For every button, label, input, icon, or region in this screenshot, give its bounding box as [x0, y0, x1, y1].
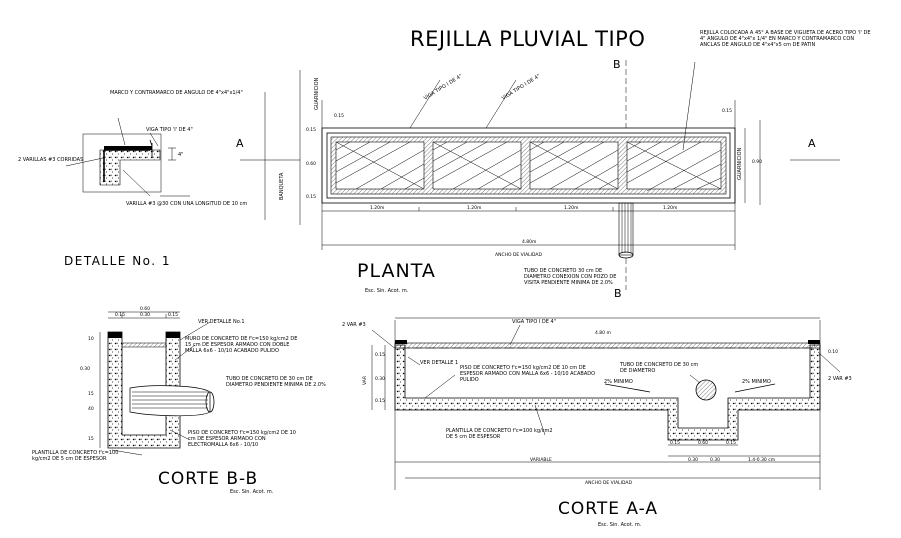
corte-aa-label-ver-detalle: VER DETALLE 1	[420, 360, 458, 366]
corte-aa-dim-left-2: 0.30	[375, 376, 385, 382]
planta-tubo-note: TUBO DE CONCRETO 30 cm DE DIAMETRO CONEX…	[524, 268, 617, 286]
detail-dim-side: 4"	[178, 152, 183, 158]
corte-bb-dim-top-3: 0.15	[168, 312, 178, 318]
planta-title: PLANTA	[357, 260, 436, 282]
main-title: REJILLA PLUVIAL TIPO	[410, 27, 645, 51]
planta-dim-panel-2: 1.20m	[467, 205, 481, 211]
corte-aa-dim-variable: VARIABLE	[530, 457, 552, 463]
corte-aa-label-2var-left: 2 VAR #3	[342, 322, 366, 328]
corte-bb-dim-left-5: 15	[88, 436, 94, 442]
detail-label-varilla: VARILLA #3 @30 CON UNA LONGITUD DE 10 cm	[126, 201, 247, 207]
corte-aa-dim-bottom-3: 0.15	[726, 440, 736, 446]
corte-aa-label-plantilla-box: PLANTILLA DE CONCRETO f'c=100 kg/cm2 DE …	[446, 428, 553, 440]
planta-rejilla-note-box: REJILLA COLOCADA A 45° A BASE DE VIGUETA…	[700, 30, 871, 48]
detail-1-drawing	[65, 117, 190, 197]
planta-dim-total-label: ANCHO DE VIALIDAD	[495, 252, 542, 258]
planta-drawing	[240, 60, 840, 290]
corte-aa-dim-bottom2-2: 0.30	[710, 457, 720, 463]
detail-label-viga: VIGA TIPO 'I' DE 4"	[146, 127, 193, 133]
corte-aa-label-piso: PISO DE CONCRETO f'c=150 kg/cm2 DE 10 cm…	[460, 365, 596, 383]
corte-aa-label-viga: VIGA TIPO I DE 4"	[512, 319, 556, 325]
corte-aa-label-tubo-box: TUBO DE CONCRETO DE 30 cm DE DIAMETRO	[620, 362, 699, 374]
corte-bb-dim-top-total: 0.60	[140, 306, 150, 312]
planta-dim-panel-4: 1.20m	[663, 205, 677, 211]
corte-aa-dim-bottom-1: 0.15	[670, 440, 680, 446]
planta-tubo-note-box: TUBO DE CONCRETO 30 cm DE DIAMETRO CONEX…	[524, 268, 617, 286]
corte-bb-title: CORTE B-B	[158, 469, 258, 489]
corte-aa-scale: Esc. Sin. Acot. m.	[598, 522, 642, 528]
corte-bb-label-plantilla-box: PLANTILLA DE CONCRETO f'c=100 kg/cm2 DE …	[32, 450, 119, 462]
corte-bb-dim-left-1: 10	[88, 336, 94, 342]
planta-dim-left-2: 0.60	[306, 161, 316, 167]
corte-bb-label-plantilla: PLANTILLA DE CONCRETO f'c=100 kg/cm2 DE …	[32, 450, 119, 462]
detail-label-marco: MARCO Y CONTRAMARCO DE ANGULO DE 4"x4"x1…	[110, 90, 243, 96]
corte-bb-label-tubo-box: TUBO DE CONCRETO DE 30 cm DE DIAMETRO PE…	[226, 376, 326, 388]
corte-aa-label-tubo: TUBO DE CONCRETO DE 30 cm DE DIAMETRO	[620, 362, 699, 374]
corte-aa-drawing	[371, 317, 841, 490]
planta-scale: Esc. Sin. Acot. m.	[365, 288, 409, 294]
corte-aa-dim-ancho: ANCHO DE VIALIDAD	[585, 480, 632, 486]
corte-aa-title: CORTE A-A	[558, 499, 658, 519]
corte-aa-dim-left-1: 0.15	[375, 352, 385, 358]
planta-viga-label-2: VIGA TIPO I DE 4"	[501, 73, 541, 101]
planta-dim-panel-3: 1.20m	[564, 205, 578, 211]
corte-bb-label-tubo: TUBO DE CONCRETO DE 30 cm DE DIAMETRO PE…	[226, 376, 326, 388]
planta-section-b-bottom: B	[614, 287, 622, 300]
detail-label-varillas: 2 VARILLAS #3 CORRIDAS	[18, 157, 83, 163]
planta-dim-left-3: 0.15	[306, 194, 316, 200]
corte-aa-label-piso-box: PISO DE CONCRETO f'c=150 kg/cm2 DE 10 cm…	[460, 365, 596, 383]
corte-aa-label-2var-right: 2 VAR #3	[828, 376, 852, 382]
planta-dim-left-1: 0.15	[306, 127, 316, 133]
planta-dim-panel-1: 1.20m	[370, 205, 384, 211]
planta-side-label-right: GUARNICION	[737, 147, 743, 180]
corte-bb-label-muro: MURO DE CONCRETO DE f'c=150 kg/cm2 DE 15…	[185, 336, 298, 354]
planta-section-b-top: B	[613, 58, 621, 71]
corte-bb-dim-top-2: 0.30	[140, 312, 150, 318]
corte-bb-dim-left-4: 40	[88, 406, 94, 412]
corte-bb-dim-left-2: 0.30	[80, 366, 90, 372]
corte-bb-label-piso: PISO DE CONCRETO f'c=150 kg/cm2 DE 10 cm…	[188, 430, 296, 448]
corte-bb-label-muro-box: MURO DE CONCRETO DE f'c=150 kg/cm2 DE 15…	[185, 336, 298, 354]
corte-aa-label-pend-right: 2% MINIMO	[742, 379, 771, 385]
planta-dim-top-right: 0.15	[722, 108, 732, 114]
corte-bb-scale: Esc. Sin. Acot. m.	[230, 489, 274, 495]
corte-bb-label-ver-detalle: VER DETALLE No.1	[198, 319, 245, 325]
planta-dim-total: 4.80m	[522, 239, 536, 245]
planta-rejilla-note: REJILLA COLOCADA A 45° A BASE DE VIGUETA…	[700, 30, 871, 48]
corte-aa-label-pend-left: 2% MINIMO	[604, 379, 633, 385]
corte-aa-dim-bottom2-1: 0.30	[688, 457, 698, 463]
corte-aa-dim-left-3: 0.15	[375, 398, 385, 404]
corte-aa-dim-bottom-2: 0.60	[698, 440, 708, 446]
corte-bb-dim-top-1: 0.15	[115, 312, 125, 318]
corte-aa-dim-top: 4.80 m	[595, 330, 611, 336]
corte-aa-dim-right: 0.10	[828, 349, 838, 355]
corte-aa-label-plantilla: PLANTILLA DE CONCRETO f'c=100 kg/cm2 DE …	[446, 428, 553, 440]
planta-dim-right: 0.90	[752, 159, 762, 165]
corte-bb-label-piso-box: PISO DE CONCRETO f'c=150 kg/cm2 DE 10 cm…	[188, 430, 296, 448]
planta-section-a-left: A	[236, 137, 244, 150]
corte-aa-dim-right-seg: 1.4-0.30 cm	[748, 457, 775, 463]
planta-side-label-top-left: GUARNICION	[314, 77, 320, 110]
planta-section-a-right: A	[808, 137, 816, 150]
corte-aa-dim-left-total: VAR	[362, 376, 368, 385]
planta-dim-top-left: 0.15	[334, 113, 344, 119]
corte-bb-drawing	[99, 311, 215, 456]
detail-title: DETALLE No. 1	[64, 254, 171, 268]
planta-side-label-left: BANQUETA	[279, 172, 285, 200]
corte-bb-dim-left-3: 15	[88, 391, 94, 397]
planta-viga-label-1: VIGA TIPO I DE 4"	[423, 73, 463, 101]
